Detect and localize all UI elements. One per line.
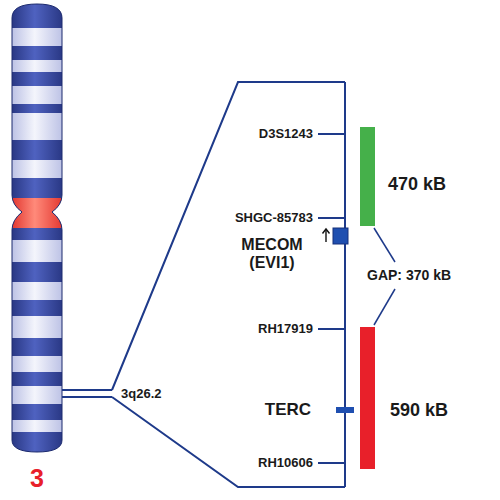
region-axis [344, 82, 346, 487]
gap-line [374, 289, 395, 325]
arrow-shaft [325, 230, 326, 242]
marker-label: SHGC-85783 [235, 211, 313, 226]
chromosome-outline [12, 4, 62, 452]
gene-label: TERC [265, 400, 311, 420]
dark-band [10, 72, 65, 86]
light-band [10, 0, 65, 460]
gap-size: GAP: 370 kB [367, 267, 451, 283]
marker-label: RH10606 [258, 456, 313, 471]
gene-square [333, 228, 348, 244]
arrow-head [323, 229, 330, 234]
band-label: 3q26.2 [121, 387, 161, 402]
dark-band [10, 46, 65, 60]
zoom-line [112, 82, 345, 390]
dark-band [10, 432, 65, 454]
band-line [62, 389, 112, 391]
marker-tick [318, 133, 345, 135]
gene-bar [336, 407, 354, 413]
chromosome-bands [10, 0, 65, 460]
dark-band [10, 300, 65, 316]
direction-arrow [323, 229, 330, 242]
gene-label: MECOM (EVI1) [230, 236, 314, 273]
zoom-lines [62, 82, 345, 487]
probe-size: 590 kB [390, 400, 448, 421]
dark-band [10, 140, 65, 160]
marker-tick [318, 217, 345, 219]
zoom-line [112, 397, 345, 487]
dark-band [10, 104, 65, 113]
dark-band [10, 262, 65, 282]
probe-bar-green [360, 127, 375, 226]
marker-tick [318, 462, 345, 464]
centromere [10, 198, 65, 228]
probe-bar-red [360, 327, 375, 469]
probe-size: 470 kB [388, 174, 446, 195]
dark-band [10, 338, 65, 356]
chromosome-number: 3 [30, 464, 44, 493]
gap-line [374, 228, 395, 262]
dark-band [10, 228, 65, 240]
marker-tick [318, 328, 345, 330]
marker-label: RH17919 [258, 322, 313, 337]
dark-band [10, 178, 65, 198]
band-line [62, 396, 112, 398]
dark-band [10, 372, 65, 386]
marker-label: D3S1243 [259, 127, 313, 142]
dark-band [10, 404, 65, 420]
